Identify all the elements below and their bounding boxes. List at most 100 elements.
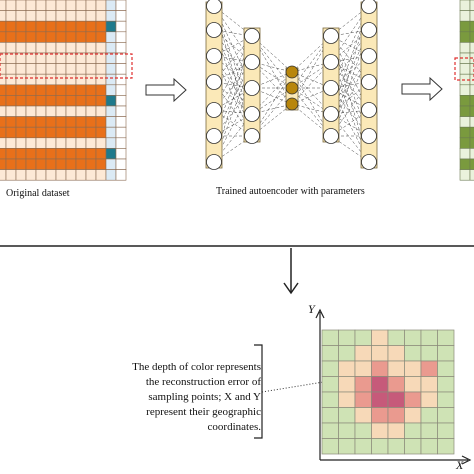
dataset-cell [0,10,7,22]
neuron-node [285,97,299,111]
heatmap-cell [371,360,389,377]
heatmap-cell [437,438,455,455]
dataset-cell [105,0,117,11]
neuron-node [361,128,377,144]
dataset-cell [65,63,77,75]
reconstructed-cell [469,31,474,43]
heatmap-cell [404,376,422,393]
connection-line [291,35,332,89]
neuron-node [206,48,222,64]
dataset-cell [35,148,47,160]
dataset-cell [65,84,77,96]
trained-autoencoder-label: Trained autoencoder with parameters [216,186,365,197]
reconstructed-cell [469,116,474,128]
heatmap-cell [420,376,438,393]
dataset-cell [25,116,37,128]
x-axis-arrow-icon [461,455,472,465]
dataset-cell [55,31,67,43]
dataset-cell [95,0,107,11]
neuron-node [244,28,260,44]
dataset-cell [15,63,27,75]
connection-line [291,61,332,89]
heatmap-cell [404,422,422,439]
heatmap-cell [420,438,438,455]
dataset-cell [65,148,77,160]
dataset-cell [35,126,47,139]
heatmap-cell [321,422,339,439]
dataset-cell [65,116,77,128]
dataset-cell [25,105,37,117]
dataset-cell [5,95,17,107]
dataset-cell [105,126,117,139]
dataset-cell [0,63,7,75]
dataset-cell [15,31,27,43]
heatmap-cell [354,360,372,377]
dataset-cell [5,73,17,86]
heatmap-cell [354,407,372,424]
dataset-cell [45,42,57,54]
reconstructed-cell [469,148,474,160]
heatmap-cell [354,345,372,362]
dataset-cell [85,95,97,107]
dataset-cell [75,105,87,117]
dataset-cell [95,95,107,107]
dataset-cell [15,10,27,22]
neuron-node [323,106,339,122]
dataset-cell [115,31,127,43]
dataset-cell [45,20,57,33]
dataset-cell [75,0,87,11]
dataset-cell [115,158,127,170]
dataset-cell [105,63,117,75]
dataset-cell [85,158,97,170]
dataset-cell [55,20,67,33]
dataset-cell [105,10,117,22]
dataset-cell [5,116,17,128]
dataset-cell [55,10,67,22]
dataset-cell [85,169,97,181]
dataset-cell [105,20,117,33]
heatmap-cell [338,391,356,408]
reconstructed-cell [459,95,471,107]
dataset-cell [45,84,57,96]
reconstructed-cell [469,105,474,117]
dataset-cell [15,20,27,33]
dataset-cell [95,169,107,181]
heatmap-cell [404,391,422,408]
dataset-cell [115,20,127,33]
heatmap-cell [321,329,339,346]
dataset-cell [55,95,67,107]
heatmap-cell [354,422,372,439]
heatmap-cell [354,438,372,455]
reconstructed-cell [469,158,474,170]
dataset-cell [0,148,7,160]
neuron-node [361,102,377,118]
dataset-cell [105,95,117,107]
heatmap-cell [437,329,455,346]
dataset-cell [15,116,27,128]
dataset-cell [15,148,27,160]
dataset-cell [55,105,67,117]
heatmap-cell [338,329,356,346]
explanation-text: The depth of color represents the recons… [132,361,261,433]
heatmap-cell [371,422,389,439]
heatmap-cell [338,376,356,393]
dataset-cell [35,42,47,54]
neuron-node [361,74,377,90]
dataset-cell [0,116,7,128]
dataset-cell [45,95,57,107]
dataset-cell [105,116,117,128]
neuron-node [323,128,339,144]
dataset-cell [95,148,107,160]
y-axis-label: Y [308,302,315,316]
reconstructed-cell [469,84,474,96]
dataset-cell [65,10,77,22]
dataset-cell [65,31,77,43]
connection-line [213,35,253,111]
dataset-cell [0,158,7,170]
neuron-node [206,0,222,14]
y-axis-arrow-icon [315,308,325,319]
dataset-cell [45,116,57,128]
dataset-cell [75,31,87,43]
dataset-cell [45,63,57,75]
